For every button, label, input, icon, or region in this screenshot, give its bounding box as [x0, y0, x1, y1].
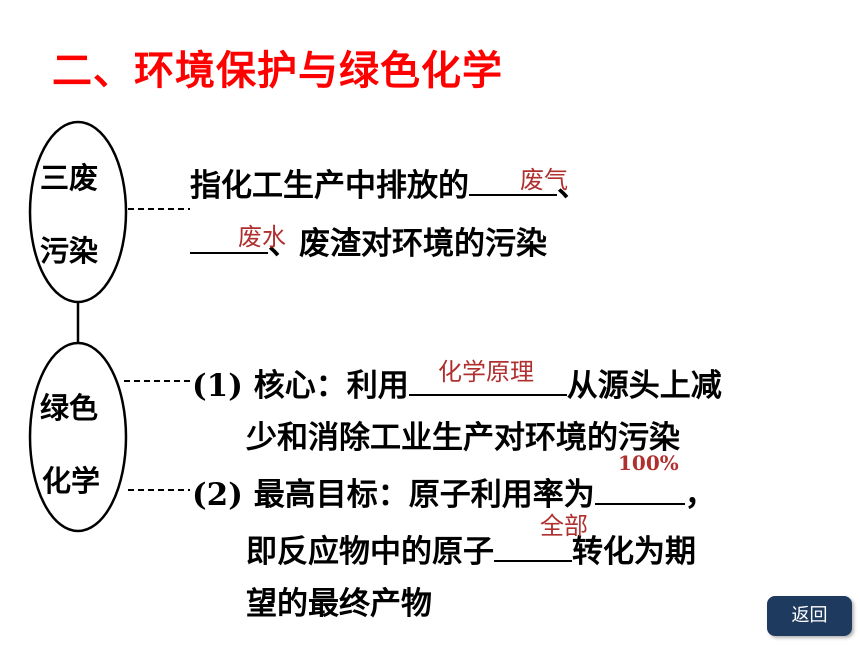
- answer-chem-principle: 化学原理: [438, 358, 534, 386]
- answer-100-percent: 100%: [618, 451, 679, 475]
- back-button[interactable]: 返回: [767, 596, 852, 636]
- blank-4: [594, 477, 685, 505]
- green-item1-after: 从源头上减: [566, 368, 722, 404]
- three-wastes-label-1: 三废: [40, 161, 99, 195]
- answer-all: 全部: [540, 512, 588, 540]
- green-item1-line1: (1) 核心：利用 从源头上减: [192, 368, 722, 402]
- green-item2-prefix: (2) 最高目标：原子利用率为: [192, 477, 595, 513]
- green-item2-text-a: 即反应物中的原子: [246, 534, 494, 570]
- three-wastes-text-1: 指化工生产中排放的: [190, 168, 469, 204]
- green-item2-text-b: 转化为期: [572, 534, 696, 570]
- green-item2-line2: 即反应物中的原子 转化为期: [246, 534, 696, 568]
- blank-5: [494, 534, 572, 562]
- blank-3: [408, 368, 567, 396]
- green-item2-line3: 望的最终产物: [246, 586, 432, 622]
- three-wastes-line-1: 指化工生产中排放的 、: [190, 168, 588, 202]
- green-chem-ellipse: [28, 341, 128, 533]
- three-wastes-ellipse: [28, 120, 128, 304]
- three-wastes-label-2: 污染: [40, 234, 99, 268]
- green-chem-label-2: 化学: [42, 464, 101, 498]
- green-item1-line2: 少和消除工业生产对环境的污染: [246, 420, 680, 456]
- green-item1-prefix: (1) 核心：利用: [192, 368, 409, 404]
- green-item2-end: ，: [684, 477, 716, 513]
- three-wastes-text-2: 、废渣对环境的污染: [268, 226, 547, 262]
- slide-title: 二、环境保护与绿色化学: [52, 48, 503, 94]
- green-chem-label-1: 绿色: [40, 391, 99, 425]
- three-wastes-comma: 、: [557, 168, 588, 204]
- answer-waste-gas: 废气: [520, 166, 568, 194]
- green-item2-line1: (2) 最高目标：原子利用率为 ，: [192, 477, 716, 511]
- blank-1: [469, 168, 557, 196]
- answer-waste-water: 废水: [238, 223, 286, 251]
- blank-2: [190, 226, 268, 254]
- three-wastes-line-2: 、废渣对环境的污染: [190, 226, 547, 260]
